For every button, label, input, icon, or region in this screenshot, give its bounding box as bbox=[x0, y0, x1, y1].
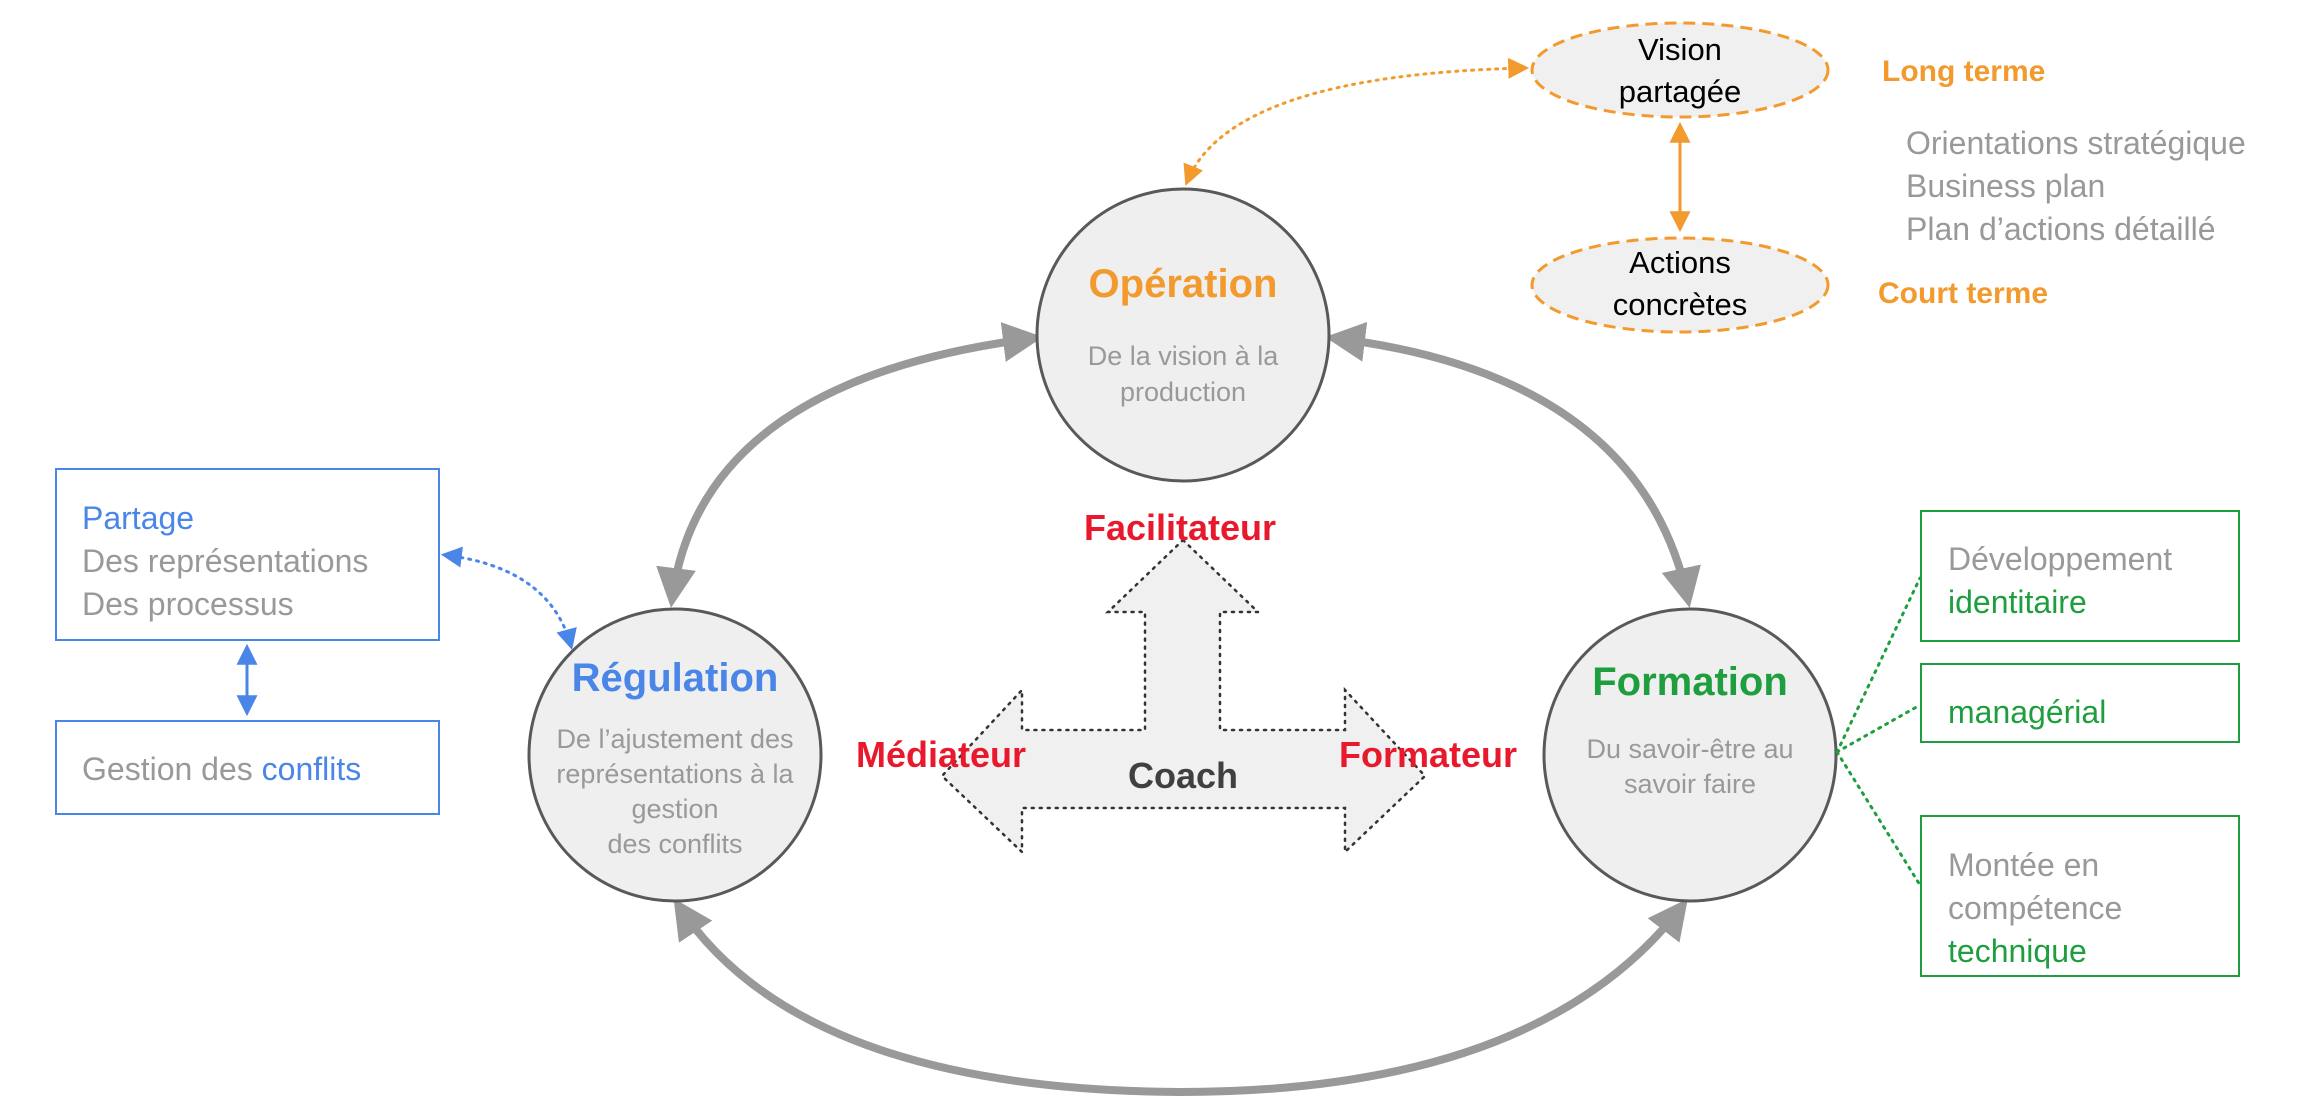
circle-formation bbox=[1542, 607, 1838, 903]
share-title: Partage bbox=[82, 500, 195, 536]
identity-label: identitaire bbox=[1948, 584, 2087, 620]
skills-label-line: compétence bbox=[1948, 890, 2123, 926]
conflicts-text: Gestion des conflits bbox=[82, 748, 438, 791]
conflicts-prefix: Gestion des bbox=[82, 751, 262, 787]
formation-subtitle-line: Du savoir-être au bbox=[1586, 734, 1794, 764]
ellipse-concrete-actions bbox=[1530, 236, 1830, 334]
conflicts-highlight: conflits bbox=[261, 751, 362, 787]
regulation-subtitle: De l’ajustement des représentations à la… bbox=[556, 722, 793, 862]
role-trainer: Formateur bbox=[1338, 734, 1518, 775]
actions-label-line: concrètes bbox=[1612, 287, 1748, 322]
regulation-subtitle-line: des conflits bbox=[607, 829, 743, 859]
formation-title: Formation bbox=[1592, 660, 1788, 704]
vision-label: Vision partagée bbox=[1619, 29, 1741, 113]
share-item: Des représentations bbox=[82, 543, 369, 579]
plan-list: Orientations stratégique Business plan P… bbox=[1906, 122, 2246, 251]
share-item: Des processus bbox=[82, 586, 294, 622]
skills-label-line: Montée en bbox=[1948, 847, 2100, 883]
circle-operation bbox=[1035, 187, 1331, 483]
actions-label-line: Actions bbox=[1629, 245, 1731, 280]
regulation-title: Régulation bbox=[571, 656, 779, 700]
operation-title: Opération bbox=[1088, 262, 1278, 306]
role-facilitator: Facilitateur bbox=[1083, 507, 1277, 548]
connector-skills bbox=[1835, 750, 1922, 887]
arrow-operation-vision bbox=[1183, 57, 1530, 186]
conflicts-box: Gestion des conflits bbox=[55, 720, 440, 815]
operation-subtitle-line: De la vision à la bbox=[1087, 341, 1279, 371]
vision-label-line: Vision bbox=[1638, 32, 1722, 67]
arrow-operation-regulation bbox=[656, 322, 1043, 608]
arrow-share-regulation bbox=[440, 546, 577, 651]
plan-list-item: Orientations stratégique bbox=[1906, 125, 2246, 161]
role-coach: Coach bbox=[1127, 755, 1239, 796]
short-term-label: Court terme bbox=[1878, 277, 2049, 310]
connector-identity bbox=[1835, 576, 1922, 754]
circle-regulation bbox=[527, 607, 823, 903]
actions-label: Actions concrètes bbox=[1613, 242, 1747, 326]
skills-box: Montée en compétence technique bbox=[1920, 815, 2240, 977]
skills-technical: technique bbox=[1948, 933, 2087, 969]
plan-list-item: Plan d’actions détaillé bbox=[1906, 211, 2216, 247]
vision-label-line: partagée bbox=[1618, 74, 1742, 109]
formation-subtitle: Du savoir-être au savoir faire bbox=[1586, 732, 1793, 802]
identity-box: Développement identitaire bbox=[1920, 510, 2240, 642]
managerial-box: managérial bbox=[1920, 663, 2240, 743]
operation-subtitle: De la vision à la production bbox=[1088, 338, 1279, 410]
identity-dev-label: Développement bbox=[1948, 541, 2173, 577]
arrow-regulation-formation bbox=[673, 898, 1688, 1097]
operation-subtitle-line: production bbox=[1119, 377, 1247, 407]
share-box: Partage Des représentations Des processu… bbox=[55, 468, 440, 641]
role-mediator: Médiateur bbox=[855, 734, 1027, 775]
managerial-label: managérial bbox=[1948, 694, 2107, 730]
regulation-subtitle-line: gestion bbox=[631, 794, 719, 824]
regulation-subtitle-line: représentations à la bbox=[556, 759, 794, 789]
ellipse-shared-vision bbox=[1530, 21, 1830, 119]
arrow-operation-formation bbox=[1325, 321, 1701, 608]
long-term-label: Long terme bbox=[1882, 55, 2046, 88]
formation-subtitle-line: savoir faire bbox=[1623, 769, 1757, 799]
connector-managerial bbox=[1835, 703, 1922, 754]
coach-role-shape bbox=[940, 538, 1427, 855]
regulation-subtitle-line: De l’ajustement des bbox=[556, 724, 794, 754]
plan-list-item: Business plan bbox=[1906, 168, 2106, 204]
